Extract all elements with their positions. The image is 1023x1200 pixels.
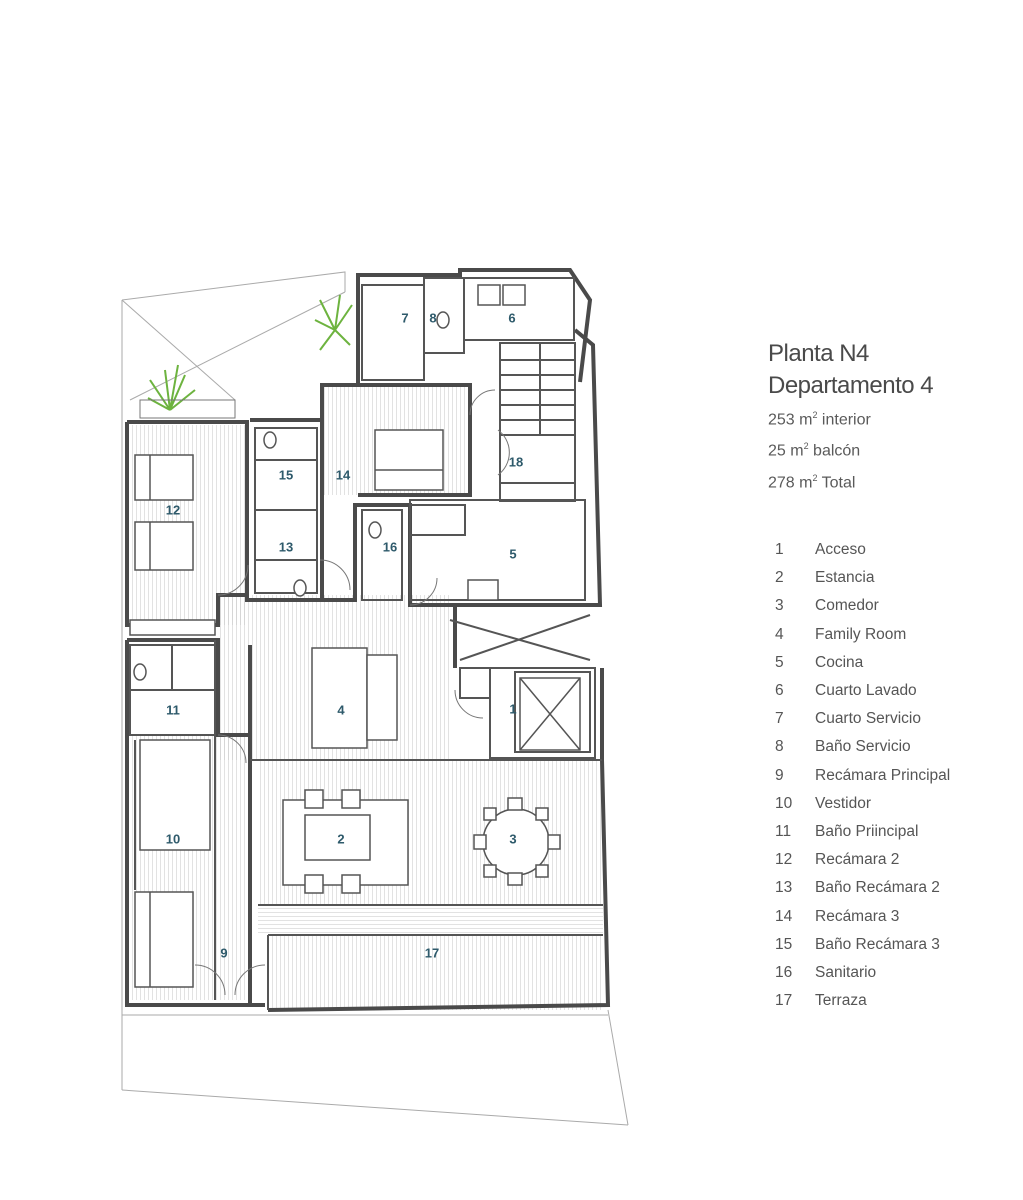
- room-label-4: 4: [337, 702, 345, 717]
- room-label-9: 9: [220, 945, 227, 960]
- room-label-3: 3: [509, 831, 516, 846]
- area-total: 278 m2 Total: [768, 472, 856, 491]
- room-label-16: 16: [383, 539, 397, 554]
- room-label-1: 1: [509, 701, 516, 716]
- area-interior: 253 m2 interior: [768, 410, 871, 429]
- area-balcony: 25 m2 balcón: [768, 441, 861, 460]
- room-label-11: 11: [166, 702, 180, 717]
- room-label-12: 12: [166, 502, 180, 517]
- planter: [139, 399, 236, 419]
- plan-title: Planta N4: [768, 340, 869, 367]
- floor-plan: 1 2 3 4 5 6 7 8 9 10 11 12 13 14 15 16 1…: [121, 268, 629, 1126]
- room-numbers: 1 2 3 4 5 6 7 8 9 10 11 12 13 14 15 16 1…: [166, 310, 523, 960]
- room-label-17: 17: [425, 945, 439, 960]
- room-label-8: 8: [429, 310, 436, 325]
- title-block: Planta N4 Departamento 4 253 m2 interior…: [768, 338, 934, 496]
- room-label-13: 13: [279, 539, 293, 554]
- room-label-5: 5: [509, 546, 516, 561]
- room-label-10: 10: [166, 831, 180, 846]
- furniture: [129, 284, 581, 988]
- site-outline: [121, 271, 629, 1126]
- room-label-2: 2: [337, 831, 344, 846]
- interior-walls: [129, 277, 603, 1010]
- door-swings: [194, 389, 510, 996]
- apartment-title: Departamento 4: [768, 372, 934, 399]
- room-label-15: 15: [279, 467, 293, 482]
- room-label-7: 7: [401, 310, 408, 325]
- room-label-14: 14: [336, 467, 351, 482]
- room-label-6: 6: [508, 310, 515, 325]
- room-label-18: 18: [509, 454, 523, 469]
